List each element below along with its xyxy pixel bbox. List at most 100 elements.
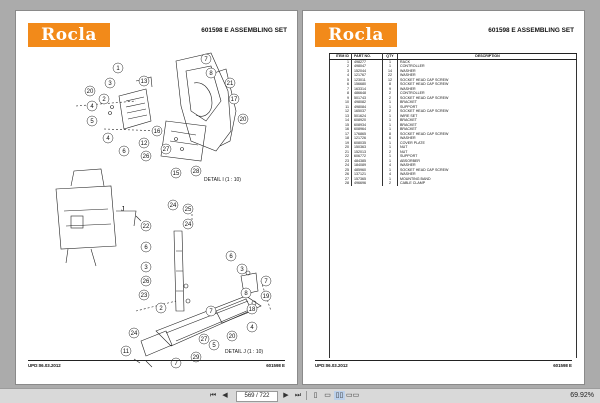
zoom-level[interactable]: 69.92% xyxy=(570,392,594,399)
svg-text:27: 27 xyxy=(163,147,170,153)
item-id-cell: 4 xyxy=(329,73,352,78)
svg-text:22: 22 xyxy=(143,224,150,230)
item-id-cell: 5 xyxy=(329,77,352,82)
qty-cell: 22 xyxy=(382,73,398,78)
svg-text:24: 24 xyxy=(131,331,138,337)
part-no-cell: 150363 xyxy=(351,145,383,150)
qty-cell: 8 xyxy=(382,131,398,136)
qty-cell: 1 xyxy=(382,118,398,123)
description-cell: BRACKET xyxy=(400,118,417,122)
part-no-cell: 498277 xyxy=(351,59,383,64)
description-cell: CONTROLLER xyxy=(400,91,425,95)
svg-text:5: 5 xyxy=(90,119,94,125)
description-cell: SOCKET HEAD CAP SCREW xyxy=(400,95,449,100)
previous-page-button[interactable]: ◀ xyxy=(222,392,228,399)
part-no-cell: 501743 xyxy=(351,95,383,100)
page-number-input[interactable]: 569 / 722 xyxy=(236,391,278,402)
svg-text:13: 13 xyxy=(141,79,148,85)
svg-text:7: 7 xyxy=(209,309,213,315)
qty-cell: 6 xyxy=(382,136,398,141)
svg-text:8: 8 xyxy=(244,291,248,297)
qty-cell: 1 xyxy=(382,100,398,105)
description-cell: BRACKET xyxy=(400,100,417,104)
part-no-cell: 184089 xyxy=(351,163,383,168)
item-id-cell: 1 xyxy=(329,59,352,64)
svg-text:17: 17 xyxy=(231,97,238,103)
svg-text:1: 1 xyxy=(116,66,120,72)
part-no-cell: 157365 xyxy=(351,176,383,181)
part-no-cell: 137121 xyxy=(351,172,383,177)
svg-text:6: 6 xyxy=(122,149,126,155)
description-cell: NUT xyxy=(400,145,408,149)
qty-cell: 2 xyxy=(382,149,398,154)
description-cell: COVER PLATE xyxy=(400,140,425,145)
svg-text:7: 7 xyxy=(204,57,208,63)
item-id-cell: 24 xyxy=(329,163,352,168)
part-no-cell: 501624 xyxy=(351,113,383,118)
detail-j-label: DETAIL J (1 : 10) xyxy=(225,349,264,355)
svg-text:2: 2 xyxy=(159,306,163,312)
item-id-cell: 20 xyxy=(329,145,352,150)
footer-date: UPD:06.03.2012 xyxy=(28,363,61,368)
part-no-cell: 608920 xyxy=(351,118,383,123)
single-page-view-icon[interactable]: ▯ xyxy=(313,392,318,399)
qty-cell: 2 xyxy=(382,91,398,96)
part-no-cell: 498084 xyxy=(351,104,383,109)
qty-cell: 1 xyxy=(382,113,398,118)
svg-text:20: 20 xyxy=(229,334,236,340)
qty-cell: 9 xyxy=(382,86,398,91)
qty-cell: 2 xyxy=(382,181,398,186)
svg-text:20: 20 xyxy=(240,117,247,123)
item-id-cell: 11 xyxy=(329,104,352,109)
qty-cell: 12 xyxy=(382,77,398,82)
svg-text:25: 25 xyxy=(185,207,192,213)
part-no-cell: 152044 xyxy=(351,68,383,73)
item-id-cell: 16 xyxy=(329,127,352,132)
qty-cell: 2 xyxy=(382,109,398,114)
svg-text:15: 15 xyxy=(173,171,180,177)
next-page-button[interactable]: ▶ xyxy=(283,392,289,399)
description-cell: WIRE SET xyxy=(400,113,418,118)
svg-text:27: 27 xyxy=(201,337,208,343)
item-id-cell: 28 xyxy=(329,181,352,186)
two-page-view-icon[interactable]: ▯▯ xyxy=(334,391,345,400)
qty-cell: 1 xyxy=(382,59,398,64)
first-page-button[interactable]: ⏮ xyxy=(209,392,217,399)
item-id-cell: 6 xyxy=(329,82,352,87)
item-id-cell: 18 xyxy=(329,136,352,141)
part-no-cell: 121726 xyxy=(351,136,383,141)
description-cell: WASHER xyxy=(400,136,416,140)
parts-table-header: ITEM ID PART NO. QTY DESCRIPTION xyxy=(329,53,577,60)
last-page-button[interactable]: ⏭ xyxy=(294,392,302,399)
part-no-cell: 498047 xyxy=(351,64,383,69)
description-cell: SOCKET HEAD CAP SCREW xyxy=(400,82,449,86)
description-cell: WASHER xyxy=(400,163,416,167)
part-no-cell: 608964 xyxy=(351,127,383,132)
description-cell: SUPPORT xyxy=(400,154,418,158)
two-page-continuous-icon[interactable]: ▭▭ xyxy=(346,392,360,399)
qty-cell: 4 xyxy=(382,172,398,177)
svg-text:21: 21 xyxy=(227,81,234,87)
svg-text:4: 4 xyxy=(90,104,94,110)
part-no-cell: 156680 xyxy=(351,82,383,87)
item-id-cell: 14 xyxy=(329,118,352,123)
rocla-logo: Rocla xyxy=(28,23,110,47)
header-qty: QTY xyxy=(382,53,398,60)
detail-j-marker: J xyxy=(121,206,125,213)
description-cell: SOCKET HEAD CAP SCREW xyxy=(400,167,449,172)
continuous-view-icon[interactable]: ▭ xyxy=(324,392,331,399)
page-title: 601598 E ASSEMBLING SET xyxy=(201,27,287,34)
svg-text:24: 24 xyxy=(170,203,177,209)
svg-text:3: 3 xyxy=(240,267,244,273)
svg-text:8: 8 xyxy=(209,71,213,77)
